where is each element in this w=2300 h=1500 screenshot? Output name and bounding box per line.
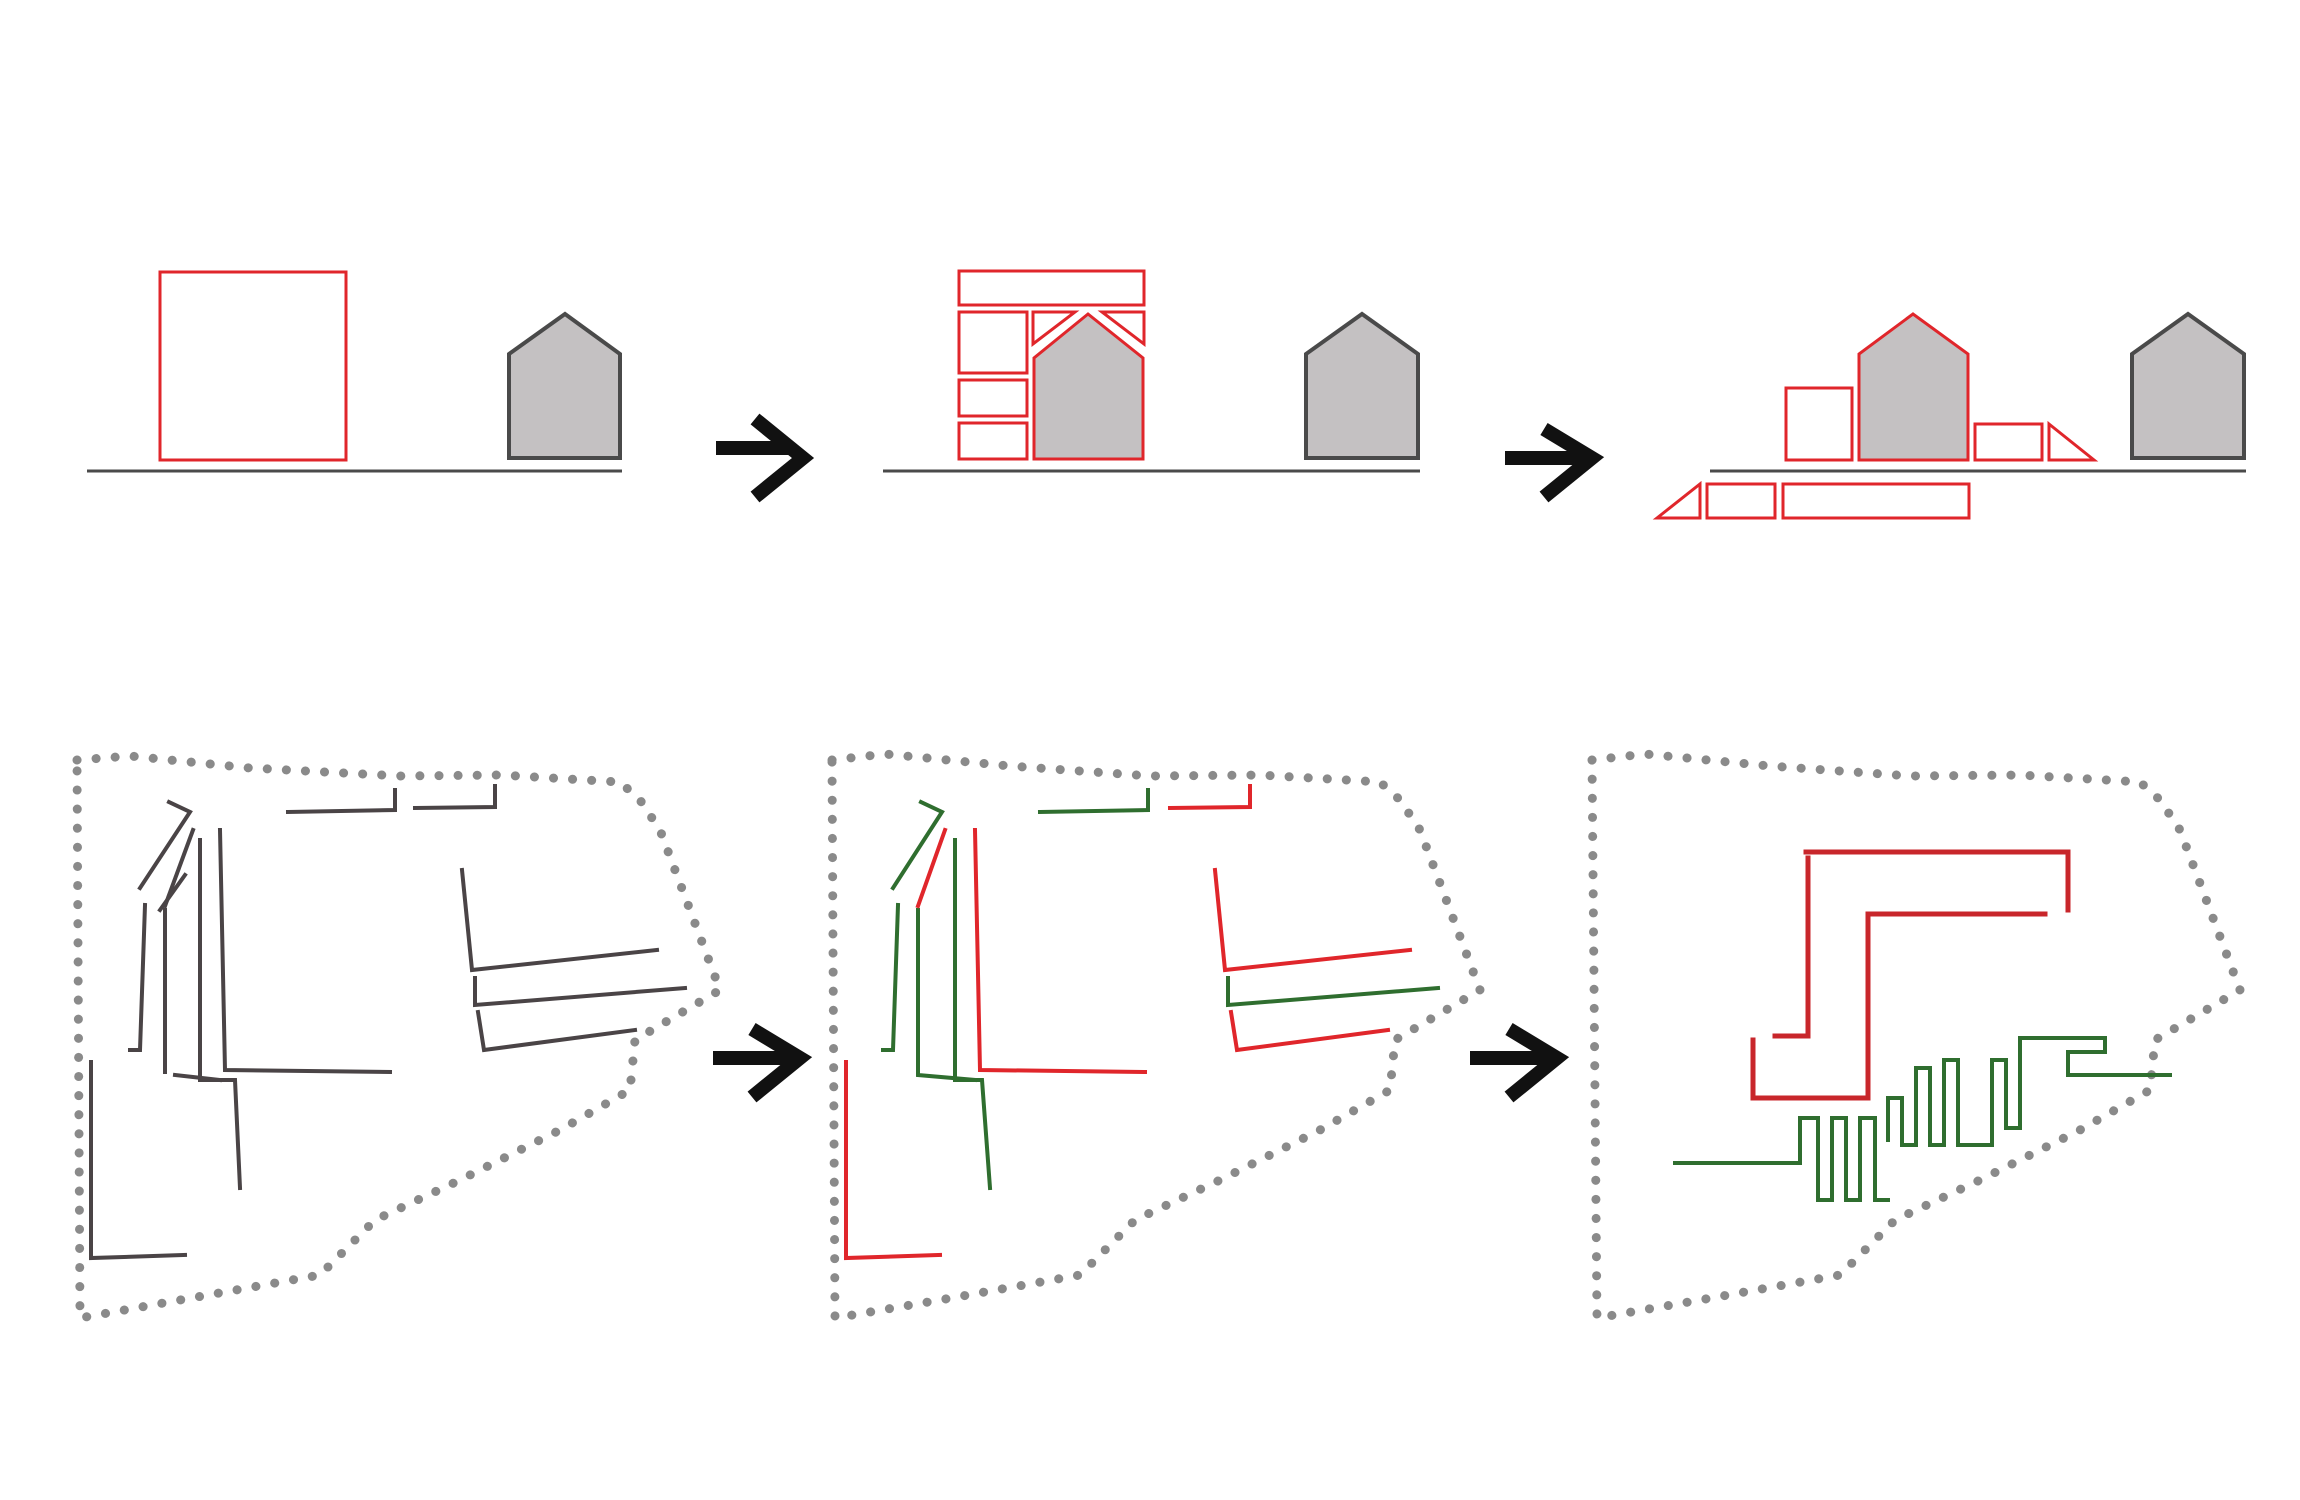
arrow-right-icon bbox=[713, 1023, 813, 1103]
site-wall-lines-red bbox=[844, 784, 1413, 1261]
top-step-2 bbox=[883, 269, 1420, 473]
house-icon bbox=[1032, 312, 1145, 461]
bottom-row bbox=[72, 749, 2246, 1324]
volume-under-1 bbox=[1705, 482, 1777, 520]
bottom-step-2 bbox=[827, 749, 1486, 1324]
bottom-step-3 bbox=[1587, 749, 2246, 1324]
site-boundary bbox=[72, 751, 726, 1324]
volume-left-block bbox=[1784, 386, 1854, 462]
volume-left-2 bbox=[957, 378, 1029, 418]
volume-tri-left bbox=[1031, 310, 1080, 348]
volume-right-tri bbox=[2047, 420, 2099, 462]
top-step-1 bbox=[87, 270, 622, 473]
volume-tri-right bbox=[1097, 310, 1146, 348]
arrow-right-icon bbox=[1505, 423, 1605, 503]
top-step-3 bbox=[1652, 311, 2246, 520]
volume-block bbox=[158, 270, 348, 462]
house-icon bbox=[507, 311, 622, 460]
volume-top-bar bbox=[957, 269, 1146, 307]
site-wall-lines bbox=[89, 784, 688, 1261]
volume-left-1 bbox=[957, 310, 1029, 375]
circulation-path-red bbox=[1750, 849, 2071, 1101]
house-icon bbox=[2130, 311, 2246, 460]
bottom-step-1 bbox=[72, 751, 726, 1324]
site-wall-lines-green bbox=[881, 788, 1441, 1191]
volume-right-block bbox=[1973, 422, 2044, 462]
circulation-path-green bbox=[1673, 1036, 2172, 1202]
site-boundary bbox=[827, 749, 1486, 1324]
arrow-right-icon bbox=[1470, 1023, 1570, 1103]
site-boundary bbox=[1587, 749, 2246, 1324]
house-icon bbox=[1304, 311, 1420, 460]
volume-under-2 bbox=[1781, 482, 1971, 520]
house-icon bbox=[1857, 312, 1970, 462]
top-row bbox=[87, 269, 2246, 520]
arrow-right-icon bbox=[716, 413, 815, 503]
volume-under-tri bbox=[1652, 480, 1702, 520]
volume-left-3 bbox=[957, 421, 1029, 461]
